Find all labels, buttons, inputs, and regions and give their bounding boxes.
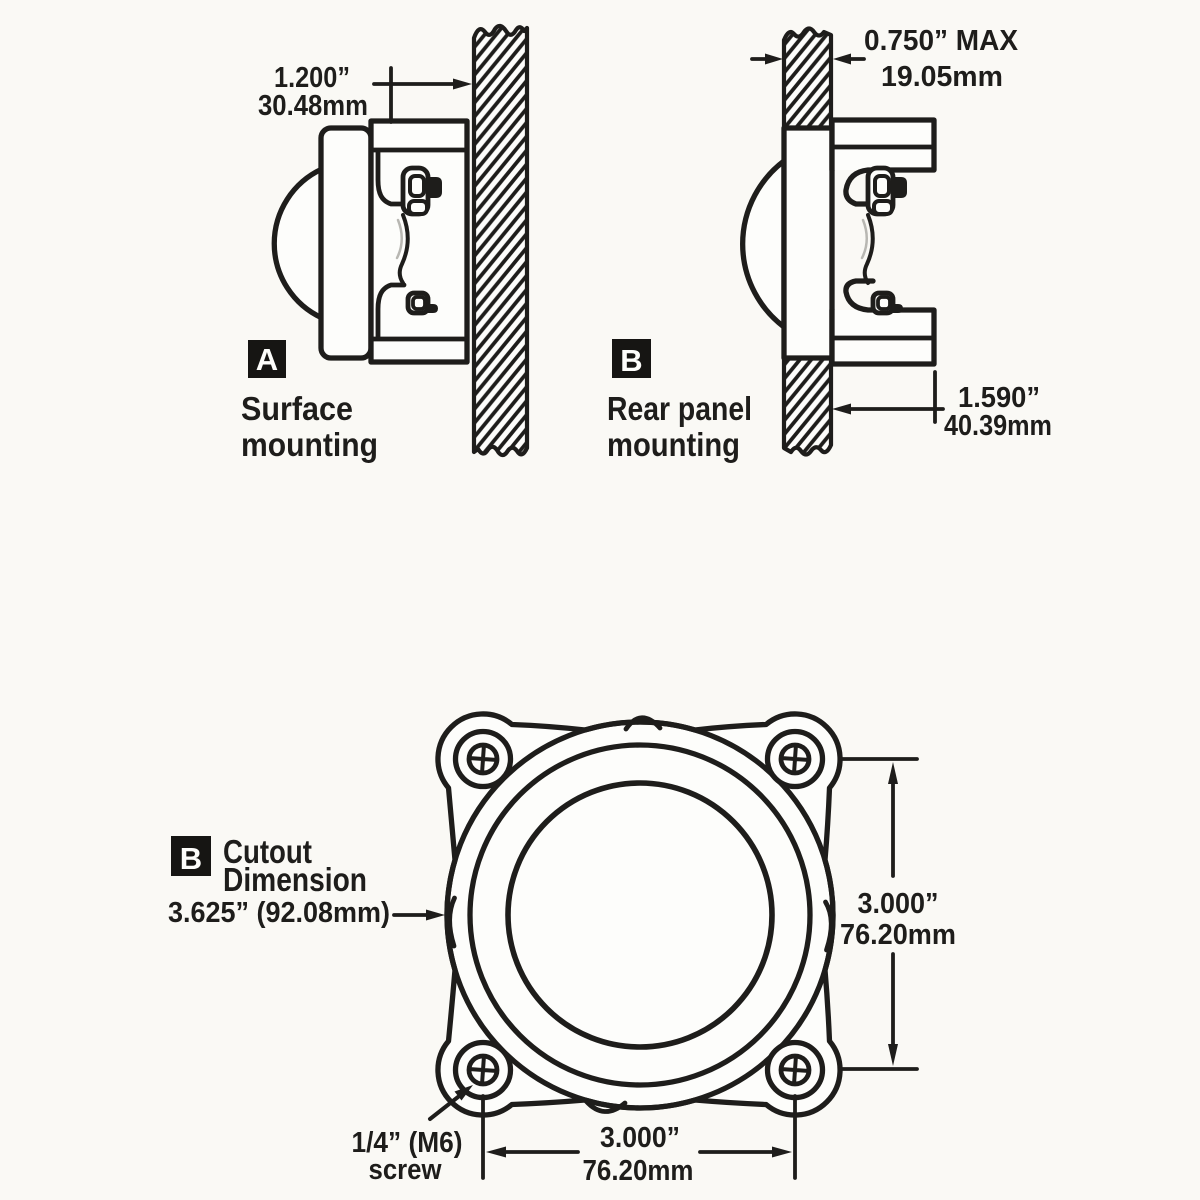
svg-text:B: B (620, 343, 642, 378)
svg-text:19.05mm: 19.05mm (881, 61, 1003, 93)
svg-text:Surface: Surface (241, 390, 353, 427)
svg-text:30.48mm: 30.48mm (258, 90, 368, 122)
svg-text:Cutout: Cutout (223, 833, 312, 870)
svg-text:A: A (256, 342, 278, 377)
svg-text:1.200”: 1.200” (274, 62, 350, 94)
svg-text:mounting: mounting (241, 426, 378, 463)
svg-text:Rear panel: Rear panel (607, 390, 752, 427)
svg-text:B: B (180, 841, 202, 876)
svg-text:1.590”: 1.590” (958, 382, 1040, 414)
svg-text:40.39mm: 40.39mm (944, 410, 1052, 442)
svg-text:Dimension: Dimension (223, 861, 367, 898)
svg-text:0.750” MAX: 0.750” MAX (864, 25, 1019, 57)
svg-text:3.625” (92.08mm): 3.625” (92.08mm) (168, 897, 390, 929)
svg-text:3.000”: 3.000” (858, 888, 939, 920)
svg-text:3.000”: 3.000” (600, 1122, 680, 1154)
svg-text:76.20mm: 76.20mm (583, 1155, 694, 1187)
svg-text:76.20mm: 76.20mm (840, 919, 956, 951)
svg-text:1/4” (M6): 1/4” (M6) (352, 1127, 463, 1159)
svg-text:mounting: mounting (607, 426, 740, 463)
svg-text:screw: screw (369, 1154, 442, 1186)
